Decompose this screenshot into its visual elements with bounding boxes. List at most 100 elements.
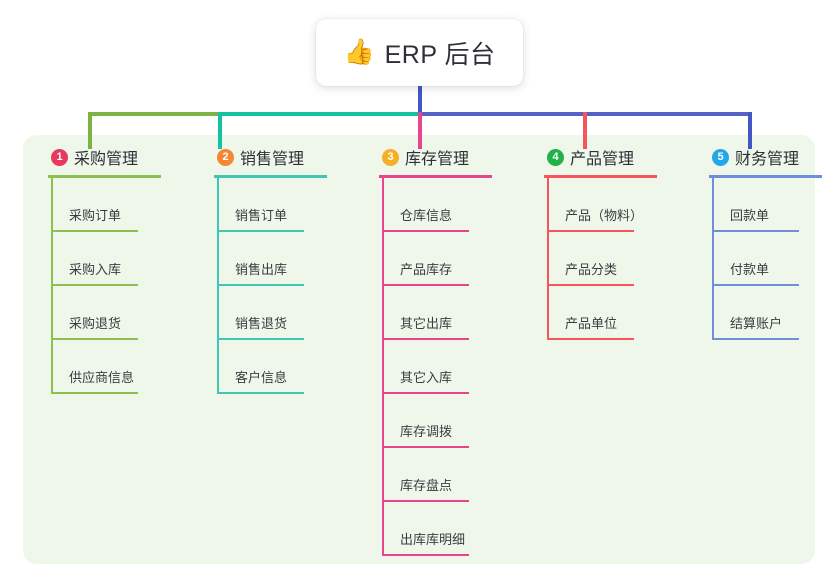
- leaf-spine-finance-management: [712, 178, 714, 340]
- leaf-item[interactable]: 供应商信息: [51, 340, 193, 394]
- leaf-item[interactable]: 其它出库: [382, 286, 524, 340]
- column-badge-product-management: 4: [547, 148, 564, 166]
- leaf-item[interactable]: 客户信息: [217, 340, 359, 394]
- leaf-label: 销售订单: [235, 208, 288, 223]
- leaf-label: 采购退货: [69, 316, 122, 331]
- leaf-label: 回款单: [730, 208, 770, 223]
- leaf-list-sales-management: 销售订单销售出库销售退货客户信息: [217, 178, 359, 394]
- leaf-rule: [712, 338, 799, 340]
- drop-product: [583, 112, 587, 149]
- leaf-rule: [382, 554, 469, 556]
- drop-purchase: [88, 112, 92, 149]
- leaf-spine-purchase-management: [51, 178, 53, 394]
- leaf-label: 销售出库: [235, 262, 288, 277]
- leaf-item[interactable]: 仓库信息: [382, 178, 524, 232]
- leaf-item[interactable]: 产品（物料）: [547, 178, 689, 232]
- root-node-title: ERP 后台: [384, 40, 496, 69]
- column-header-inventory-management[interactable]: 3 库存管理: [364, 145, 524, 169]
- leaf-rule: [382, 338, 469, 340]
- column-badge-finance-management: 5: [712, 148, 729, 166]
- leaf-rule: [712, 230, 799, 232]
- leaf-item[interactable]: 付款单: [712, 232, 839, 286]
- leaf-spine-sales-management: [217, 178, 219, 394]
- column-header-rule-product-management: [544, 175, 657, 178]
- leaf-label: 库存盘点: [400, 478, 453, 493]
- drop-inventory: [418, 112, 422, 149]
- leaf-item[interactable]: 采购订单: [51, 178, 193, 232]
- leaf-rule: [547, 338, 634, 340]
- leaf-item[interactable]: 库存盘点: [382, 448, 524, 502]
- leaf-item[interactable]: 采购退货: [51, 286, 193, 340]
- column-badge-inventory-management: 3: [382, 148, 399, 166]
- leaf-rule: [382, 446, 469, 448]
- leaf-list-finance-management: 回款单付款单结算账户: [712, 178, 839, 340]
- column-header-rule-sales-management: [214, 175, 327, 178]
- column-header-finance-management[interactable]: 5 财务管理: [694, 145, 839, 169]
- leaf-rule: [382, 230, 469, 232]
- leaf-rule: [51, 338, 138, 340]
- drop-sales: [218, 112, 222, 149]
- column-header-rule-purchase-management: [48, 175, 161, 178]
- leaf-rule: [217, 230, 304, 232]
- bus-teal: [218, 112, 420, 116]
- leaf-label: 产品（物料）: [565, 208, 644, 223]
- leaf-label: 产品库存: [400, 262, 453, 277]
- leaf-rule: [547, 230, 634, 232]
- leaf-item[interactable]: 结算账户: [712, 286, 839, 340]
- bus-green: [88, 112, 218, 116]
- leaf-label: 销售退货: [235, 316, 288, 331]
- thumbs-up-icon: 👍: [343, 38, 375, 66]
- column-finance-management: 5 财务管理回款单付款单结算账户: [694, 145, 839, 340]
- leaf-item[interactable]: 采购入库: [51, 232, 193, 286]
- leaf-label: 采购入库: [69, 262, 122, 277]
- leaf-list-purchase-management: 采购订单采购入库采购退货供应商信息: [51, 178, 193, 394]
- leaf-item[interactable]: 库存调拨: [382, 394, 524, 448]
- column-badge-purchase-management: 1: [51, 148, 68, 166]
- column-header-rule-finance-management: [709, 175, 822, 178]
- column-inventory-management: 3 库存管理仓库信息产品库存其它出库其它入库库存调拨库存盘点出库库明细: [364, 145, 524, 556]
- drop-finance: [748, 112, 752, 149]
- column-header-purchase-management[interactable]: 1 采购管理: [33, 145, 193, 169]
- leaf-label: 出库库明细: [400, 532, 466, 547]
- leaf-label: 采购订单: [69, 208, 122, 223]
- leaf-rule: [547, 284, 634, 286]
- leaf-rule: [51, 230, 138, 232]
- column-purchase-management: 1 采购管理采购订单采购入库采购退货供应商信息: [33, 145, 193, 394]
- leaf-rule: [51, 284, 138, 286]
- leaf-item[interactable]: 产品库存: [382, 232, 524, 286]
- leaf-rule: [712, 284, 799, 286]
- leaf-spine-product-management: [547, 178, 549, 340]
- leaf-rule: [217, 392, 304, 394]
- column-header-rule-inventory-management: [379, 175, 492, 178]
- leaf-rule: [382, 392, 469, 394]
- leaf-label: 其它出库: [400, 316, 453, 331]
- leaf-label: 付款单: [730, 262, 770, 277]
- leaf-label: 产品分类: [565, 262, 618, 277]
- root-node-card[interactable]: 👍 ERP 后台: [316, 19, 523, 86]
- leaf-item[interactable]: 其它入库: [382, 340, 524, 394]
- leaf-label: 库存调拨: [400, 424, 453, 439]
- column-title-inventory-management: 库存管理: [405, 151, 470, 168]
- leaf-label: 其它入库: [400, 370, 453, 385]
- leaf-label: 供应商信息: [69, 370, 135, 385]
- column-badge-sales-management: 2: [217, 148, 234, 166]
- column-title-finance-management: 财务管理: [735, 151, 800, 168]
- leaf-item[interactable]: 销售出库: [217, 232, 359, 286]
- leaf-rule: [217, 284, 304, 286]
- leaf-rule: [217, 338, 304, 340]
- column-title-purchase-management: 采购管理: [74, 151, 139, 168]
- leaf-item[interactable]: 产品单位: [547, 286, 689, 340]
- leaf-label: 产品单位: [565, 316, 618, 331]
- leaf-item[interactable]: 回款单: [712, 178, 839, 232]
- leaf-item[interactable]: 销售订单: [217, 178, 359, 232]
- leaf-item[interactable]: 销售退货: [217, 286, 359, 340]
- leaf-item[interactable]: 出库库明细: [382, 502, 524, 556]
- leaf-item[interactable]: 产品分类: [547, 232, 689, 286]
- leaf-list-product-management: 产品（物料） 产品分类产品单位: [547, 178, 689, 340]
- leaf-rule: [51, 392, 138, 394]
